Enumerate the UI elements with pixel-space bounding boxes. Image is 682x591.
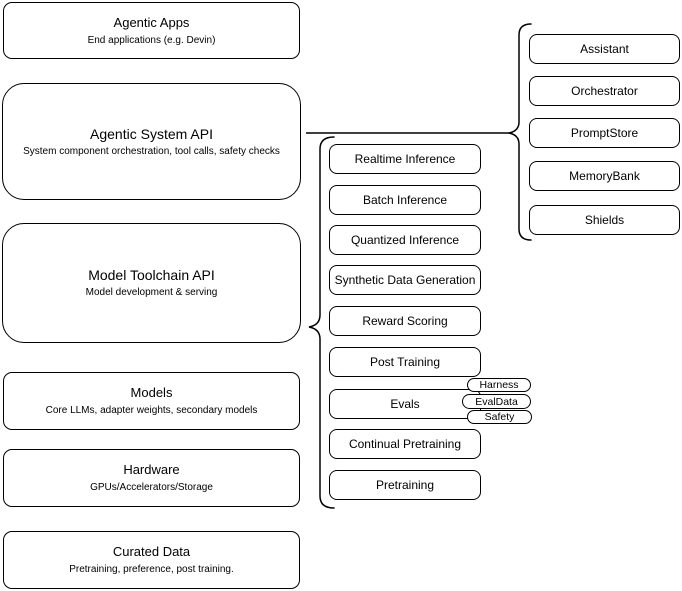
node-curated-data: Curated Data Pretraining, preference, po…	[3, 531, 300, 589]
node-orchestrator: Orchestrator	[529, 76, 680, 106]
node-memorybank: MemoryBank	[529, 161, 680, 191]
node-label: Quantized Inference	[350, 233, 460, 247]
node-reward-scoring: Reward Scoring	[329, 306, 481, 336]
node-title: Model Toolchain API	[88, 267, 215, 283]
node-models: Models Core LLMs, adapter weights, secon…	[3, 372, 300, 430]
node-pretraining: Pretraining	[329, 470, 481, 500]
node-title: Agentic Apps	[113, 14, 190, 30]
node-model-toolchain-api: Model Toolchain API Model development & …	[2, 223, 301, 343]
node-label: MemoryBank	[569, 169, 640, 183]
node-subtitle: Model development & serving	[85, 287, 218, 298]
badge-harness: Harness	[467, 378, 531, 392]
node-agentic-apps: Agentic Apps End applications (e.g. Devi…	[3, 2, 300, 59]
node-shields: Shields	[529, 205, 680, 235]
node-promptstore: PromptStore	[529, 118, 680, 148]
badge-label: Harness	[479, 379, 519, 391]
node-subtitle: System component orchestration, tool cal…	[23, 145, 280, 157]
badge-label: EvalData	[475, 395, 518, 408]
node-label: Orchestrator	[571, 84, 638, 98]
node-batch-inference: Batch Inference	[329, 185, 481, 215]
node-title: Curated Data	[112, 544, 191, 559]
node-subtitle: GPUs/Accelerators/Storage	[90, 482, 213, 493]
node-continual-pretraining: Continual Pretraining	[329, 429, 481, 459]
node-subtitle: Pretraining, preference, post training.	[69, 564, 234, 575]
node-evals: Evals	[329, 389, 481, 419]
node-label: Post Training	[369, 355, 441, 369]
node-label: Assistant	[580, 42, 629, 56]
node-title: Agentic System API	[90, 125, 213, 142]
node-label: Batch Inference	[362, 193, 448, 207]
node-label: Realtime Inference	[354, 152, 456, 166]
node-title: Hardware	[123, 462, 180, 477]
node-synthetic-data-generation: Synthetic Data Generation	[329, 265, 481, 295]
node-label: Synthetic Data Generation	[334, 273, 476, 287]
node-realtime-inference: Realtime Inference	[329, 144, 481, 174]
badge-label: Safety	[484, 411, 515, 423]
node-label: Shields	[584, 213, 625, 227]
node-assistant: Assistant	[529, 34, 680, 64]
node-quantized-inference: Quantized Inference	[329, 225, 481, 255]
badge-evaldata: EvalData	[462, 394, 531, 409]
node-hardware: Hardware GPUs/Accelerators/Storage	[3, 449, 300, 507]
brace-toolchain-capabilities	[308, 136, 335, 509]
node-label: Evals	[390, 397, 420, 411]
node-title: Models	[130, 385, 173, 400]
node-post-training: Post Training	[329, 347, 481, 377]
node-label: Reward Scoring	[362, 314, 448, 328]
node-label: Pretraining	[375, 478, 435, 492]
node-subtitle: Core LLMs, adapter weights, secondary mo…	[45, 405, 258, 416]
node-agentic-system-api: Agentic System API System component orch…	[2, 83, 301, 200]
node-label: Continual Pretraining	[348, 437, 462, 451]
brace-system-components	[508, 23, 532, 241]
node-subtitle: End applications (e.g. Devin)	[87, 34, 216, 46]
node-label: PromptStore	[570, 126, 639, 140]
badge-safety: Safety	[467, 410, 532, 424]
